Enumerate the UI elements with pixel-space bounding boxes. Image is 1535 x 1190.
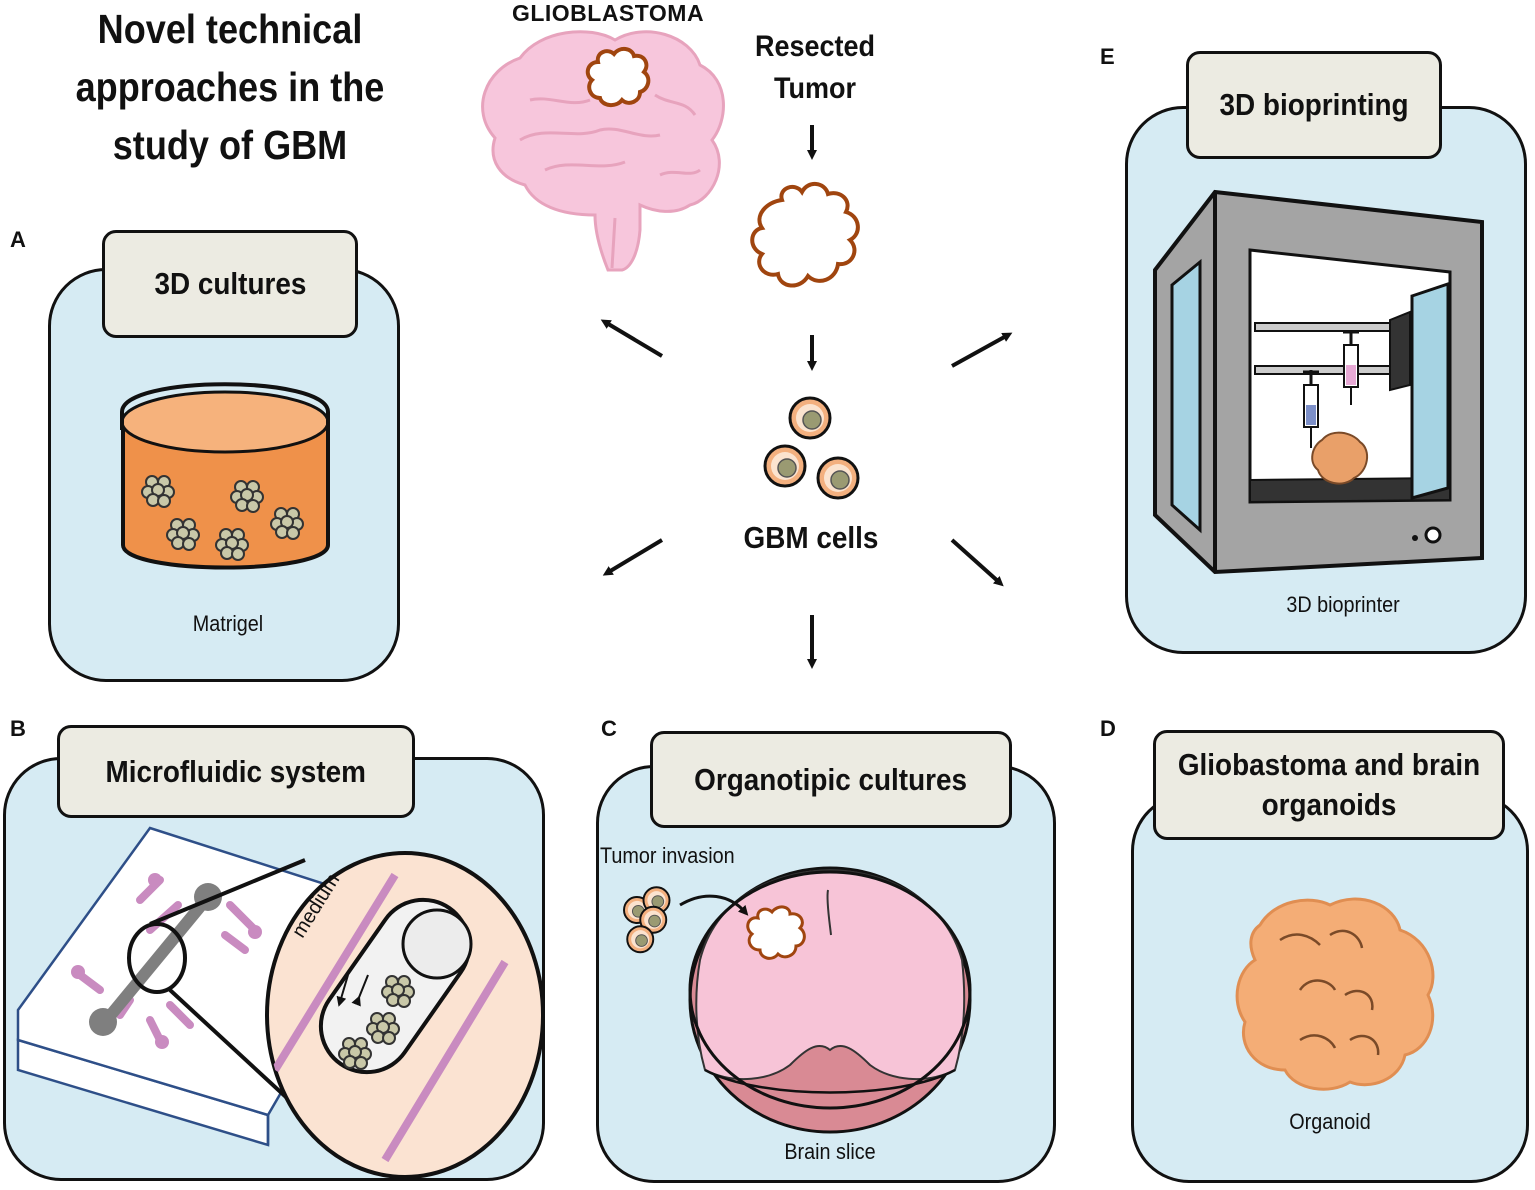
panel-c-title: Organotipic cultures [650,731,1012,828]
bioprinter [1153,189,1484,575]
panel-d-letter: D [1100,716,1116,741]
syringe-left [1303,370,1319,448]
title-line-3: study of GBM [112,122,348,168]
brain-slice-label: Brain slice [784,1139,876,1164]
panel-b-title: Microfluidic system [57,725,415,818]
organoid [1235,897,1435,1091]
resected-tumor-label: Resected Tumor [730,26,901,110]
panel-d-title-text: Gliobastoma and brain organoids [1177,747,1481,822]
panel-e-title-text: 3D bioprinting [1219,87,1409,122]
matrigel-dish [120,382,330,570]
panel-b-letter: B [10,716,26,741]
gbm-cells [763,396,860,500]
panel-b-title-text: Microfluidic system [105,753,367,789]
center-arrows [600,125,1013,669]
matrigel-label: Matrigel [192,611,264,636]
resected-line-1: Resected [754,30,876,63]
microfluidic-zoom [265,851,545,1179]
panel-c-title-text: Organotipic cultures [694,761,968,797]
organoid-label: Organoid [1289,1109,1371,1134]
panel-c-letter: C [601,716,617,741]
panel-a-letter: A [10,227,26,252]
panel-e-letter: E [1100,44,1115,69]
bioprinter-label: 3D bioprinter [1286,592,1400,617]
resected-tumor [750,182,860,288]
syringe-right [1343,330,1359,405]
invading-tumor [746,905,806,960]
panel-a-title-text: 3D cultures [154,266,306,301]
title-line-1: Novel technical [97,6,363,52]
resected-line-2: Tumor [773,72,856,105]
brain-slice [623,866,972,1134]
tumor-invasion-label: Tumor invasion [600,843,735,868]
panel-d-title: Gliobastoma and brain organoids [1153,730,1505,840]
glioblastoma-label: GLIOBLASTOMA [511,0,705,26]
brain-illustration [481,30,725,272]
panel-a-title: 3D cultures [102,230,358,338]
brain-tumor [585,47,651,107]
figure-title: Novel technical approaches in the study … [45,0,415,174]
gbm-cells-label: GBM cells [743,520,879,555]
title-line-2: approaches in the [75,64,385,110]
panel-e-title: 3D bioprinting [1186,51,1442,159]
